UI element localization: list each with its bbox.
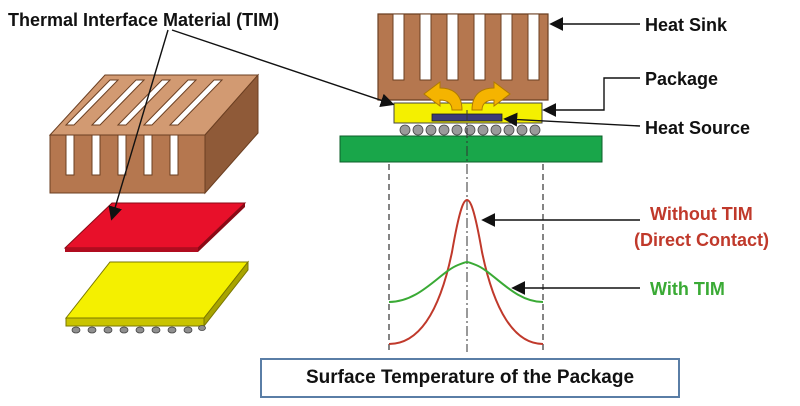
pcb-board bbox=[339, 135, 603, 163]
leader-lines bbox=[108, 17, 641, 295]
label-package: Package bbox=[645, 69, 718, 89]
section-package bbox=[393, 102, 543, 136]
exploded-tim-sheet bbox=[63, 202, 247, 252]
curve-without-tim bbox=[388, 198, 544, 345]
label-heat-sink: Heat Sink bbox=[645, 15, 728, 35]
exploded-package bbox=[64, 260, 250, 334]
label-heat-source: Heat Source bbox=[645, 118, 750, 138]
curve-with-tim bbox=[388, 260, 544, 303]
label-with-tim: With TIM bbox=[650, 279, 725, 299]
label-tim: Thermal Interface Material (TIM) bbox=[8, 10, 279, 30]
caption-text: Surface Temperature of the Package bbox=[305, 367, 635, 388]
guide-lines bbox=[388, 164, 544, 352]
label-without-tim: Without TIM bbox=[650, 204, 753, 224]
heat-flow-arrow-icon bbox=[423, 81, 511, 111]
caption-box: Surface Temperature of the Package bbox=[260, 358, 680, 398]
section-heat-sink bbox=[377, 13, 549, 101]
exploded-heat-sink bbox=[48, 73, 260, 195]
label-direct-contact: (Direct Contact) bbox=[634, 230, 769, 250]
